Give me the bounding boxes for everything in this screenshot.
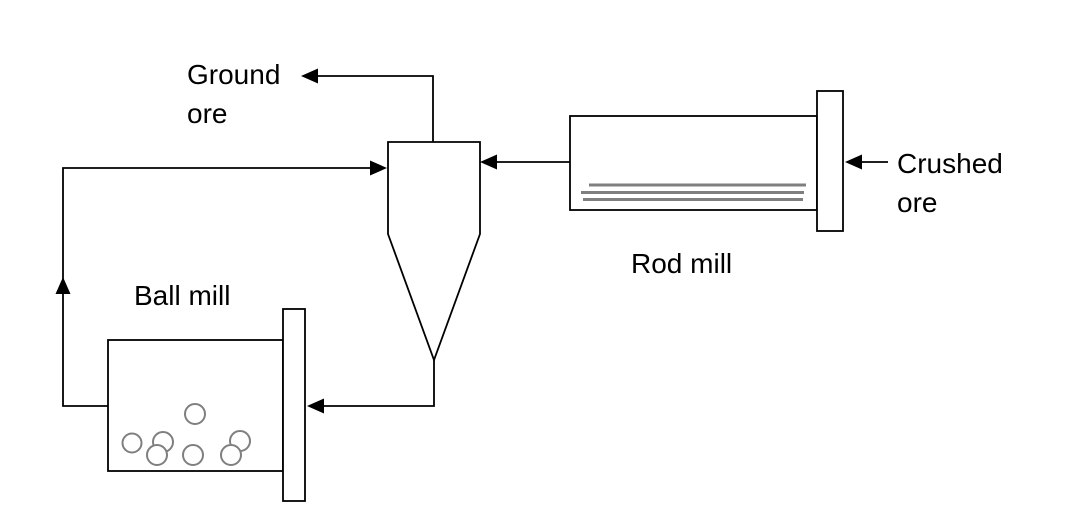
cyclone-classifier (387, 141, 481, 363)
rod-mill-label: Rod mill (631, 248, 732, 279)
underflow-arrow-icon (307, 398, 324, 414)
rod-mill-discharge-stream (480, 154, 570, 170)
grinding-ball (184, 403, 206, 425)
rod-mill-body (569, 115, 818, 211)
ground-ore-stream (301, 68, 434, 142)
grinding-ball (220, 444, 242, 466)
ground-ore-label-line2: ore (187, 98, 227, 129)
crushed-ore-label-line2: ore (897, 187, 937, 218)
ground-ore-label: Ground ore (187, 59, 280, 129)
crushed-ore-stream (845, 154, 888, 170)
ball-mill-label: Ball mill (134, 280, 230, 311)
classifier-underflow-stream (307, 360, 435, 414)
crushed-ore-label-line1: Crushed (897, 148, 1003, 179)
ground-ore-label-line1: Ground (187, 59, 280, 90)
recycle-inlet-arrow-icon (370, 160, 387, 176)
ground-ore-path (316, 75, 434, 142)
rod-mill-end-cap (816, 90, 844, 232)
underflow-path (322, 360, 435, 407)
ball-mill (107, 308, 306, 502)
rod-discharge-arrow-icon (480, 154, 497, 170)
grinding-ball (121, 432, 143, 454)
ball-mill-end-cap (282, 308, 306, 502)
grinding-ball (146, 444, 168, 466)
ball-mill-recycle-line (55, 160, 387, 407)
rod-charge-lines (581, 183, 806, 201)
crushed-ore-arrow-icon (845, 154, 862, 170)
recycle-up-arrow-icon (55, 277, 71, 294)
crushed-ore-label: Crushed ore (897, 148, 1003, 218)
grinding-balls (121, 403, 251, 466)
grinding-ball (182, 444, 204, 466)
rod-mill (569, 90, 844, 232)
ground-ore-arrow-icon (301, 68, 318, 84)
